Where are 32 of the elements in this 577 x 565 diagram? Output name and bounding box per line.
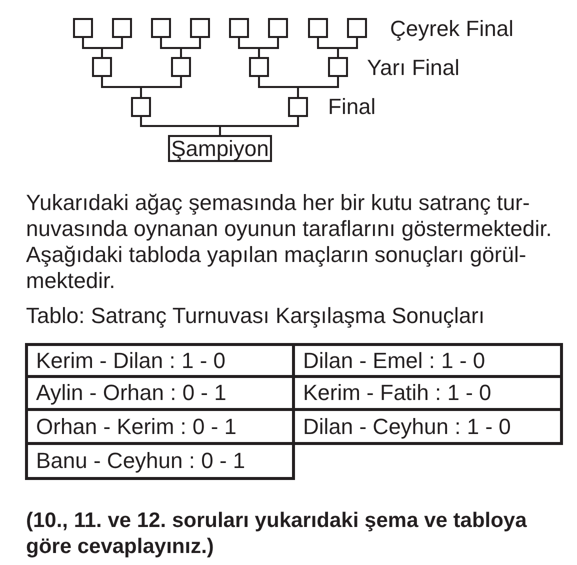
bracket-box <box>92 57 112 77</box>
bracket-box <box>112 18 132 38</box>
bracket-box <box>229 18 249 38</box>
bracket-box <box>171 57 191 77</box>
round-label: Çeyrek Final <box>390 16 514 42</box>
bracket-line <box>140 77 182 97</box>
bracket-box <box>268 18 288 38</box>
bracket-line <box>258 38 279 57</box>
bracket-line <box>337 38 358 57</box>
bracket-line <box>297 77 339 97</box>
table-title: Tablo: Satranç Turnuvası Karşılaşma Sonuçları <box>26 303 485 329</box>
bracket-line <box>101 38 123 57</box>
bracket-box <box>190 18 210 38</box>
instruction-note: (10., 11. ve 12. soruları yukarıdaki şema ve tabloya göre cevaplayınız.) <box>26 508 528 560</box>
bracket-box <box>347 18 367 38</box>
table-cell: Dilan - Ceyhun : 1 - 0 <box>292 408 563 445</box>
table-cell: Kerim - Dilan : 1 - 0 <box>25 343 295 378</box>
bracket-box <box>288 97 308 117</box>
bracket-box <box>308 18 328 38</box>
bracket-box <box>131 97 151 117</box>
description-text: Yukarıdaki ağaç şemasında her bir kutu satranç tur- nuvasında oynanan oyunun taraflarını göstermektedir. Aşağıdaki tabloda yapılan maçların sonuçları görül- mektedir. <box>26 190 553 294</box>
bracket-line <box>219 117 299 135</box>
round-label: Final <box>328 94 376 120</box>
champion-box: Şampiyon <box>168 135 272 162</box>
table-cell: Banu - Ceyhun : 0 - 1 <box>25 442 295 480</box>
bracket-box <box>73 18 93 38</box>
bracket-line <box>180 38 201 57</box>
bracket-box <box>328 57 348 77</box>
bracket-box <box>249 57 269 77</box>
table-cell: Dilan - Emel : 1 - 0 <box>292 343 563 378</box>
bracket-box <box>151 18 171 38</box>
round-label: Yarı Final <box>367 55 460 81</box>
